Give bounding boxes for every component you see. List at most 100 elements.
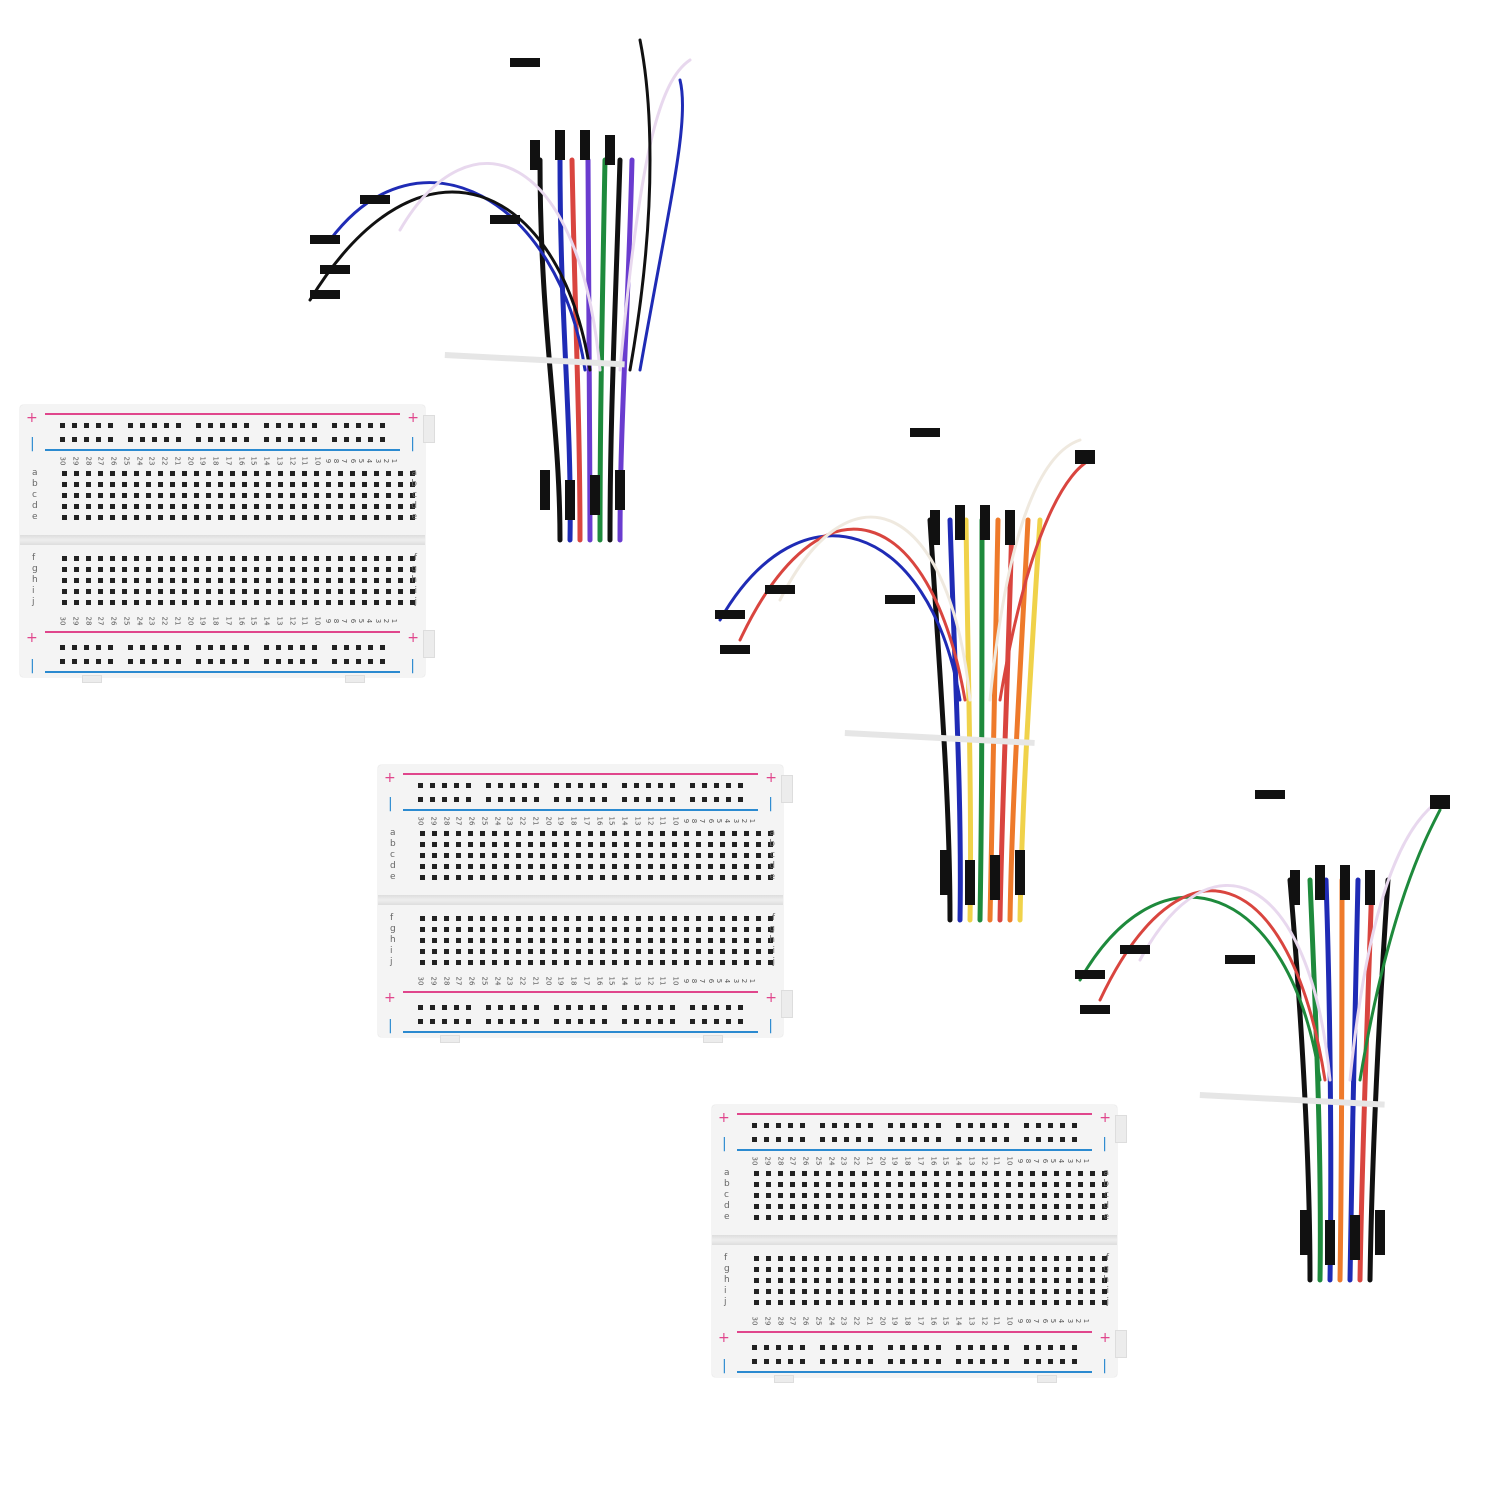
row-label-e: e [724,1212,730,1222]
wire-bundle-3 [1075,790,1450,1283]
row-label-a: a [411,468,417,478]
row-label-b: b [724,1179,730,1189]
power-rail-holes [60,423,385,428]
row-label-g: g [724,1264,730,1274]
wire-bundle-2 [715,428,1095,923]
minus-sign: | [1102,1358,1107,1374]
connector-foot [1037,1375,1057,1383]
power-rail-holes [752,1123,1077,1128]
row-label-a: a [1103,1168,1109,1178]
minus-sign: | [1102,1136,1107,1152]
row-label-g: g [1103,1264,1109,1274]
row-label-d: d [390,861,396,871]
row-label-c: c [770,850,775,860]
connector-foot [440,1035,460,1043]
terminal-strip-holes [58,468,418,523]
row-label-c: c [32,490,37,500]
power-rail-holes [60,437,385,442]
connector-tab [781,990,793,1018]
plus-rail-line [45,413,400,415]
minus-sign: | [722,1358,727,1374]
minus-sign: | [410,436,415,452]
row-label-c: c [1104,1190,1109,1200]
power-rail-holes [418,1005,743,1010]
power-rail-holes [418,783,743,788]
row-label-j: j [414,597,417,607]
row-label-j: j [772,957,775,967]
row-label-h: h [1103,1275,1109,1285]
minus-sign: | [722,1136,727,1152]
minus-sign: | [410,658,415,674]
row-label-f: f [724,1253,728,1263]
terminal-strip-holes [416,828,776,883]
row-label-h: h [769,935,775,945]
row-label-b: b [32,479,38,489]
row-label-f: f [1105,1253,1109,1263]
row-label-f: f [32,553,36,563]
row-label-h: h [390,935,396,945]
row-label-h: h [724,1275,730,1285]
connector-tab [781,775,793,803]
row-label-e: e [390,872,396,882]
plus-rail-line [403,991,758,993]
wire-bundle-1 [308,38,692,543]
row-label-d: d [1103,1201,1109,1211]
row-label-g: g [390,924,396,934]
plus-rail-line [45,631,400,633]
row-label-f: f [413,553,417,563]
row-label-d: d [411,501,417,511]
center-channel [20,535,425,545]
row-label-i: i [772,946,775,956]
row-label-e: e [1103,1212,1109,1222]
row-label-i: i [414,586,417,596]
row-label-a: a [32,468,38,478]
power-rail-holes [418,1019,743,1024]
row-label-c: c [724,1190,729,1200]
connector-tab [423,415,435,443]
connector-foot [774,1375,794,1383]
row-label-d: d [724,1201,730,1211]
row-label-j: j [390,957,393,967]
center-channel [712,1235,1117,1245]
row-label-a: a [769,828,775,838]
terminal-strip-holes [750,1168,1110,1223]
minus-sign: | [388,796,393,812]
minus-rail-line [45,671,400,673]
plus-sign: + [718,1330,730,1346]
plus-sign: + [1099,1110,1111,1126]
row-label-g: g [32,564,38,574]
minus-sign: | [30,436,35,452]
row-label-h: h [411,575,417,585]
row-label-i: i [1106,1286,1109,1296]
plus-sign: + [384,770,396,786]
connector-foot [703,1035,723,1043]
row-label-a: a [724,1168,730,1178]
connector-foot [345,675,365,683]
row-label-f: f [390,913,394,923]
row-label-h: h [32,575,38,585]
terminal-strip-holes [58,553,418,608]
row-label-j: j [32,597,35,607]
connector-tab [423,630,435,658]
connector-tab [1115,1115,1127,1143]
minus-sign: | [768,796,773,812]
plus-sign: + [718,1110,730,1126]
row-label-b: b [411,479,417,489]
plus-sign: + [1099,1330,1111,1346]
connector-foot [82,675,102,683]
plus-sign: + [26,410,38,426]
power-rail-holes [60,645,385,650]
plus-rail-line [403,773,758,775]
power-rail-holes [60,659,385,664]
row-label-b: b [1103,1179,1109,1189]
row-label-c: c [412,490,417,500]
power-rail-holes [752,1345,1077,1350]
plus-sign: + [384,990,396,1006]
minus-sign: | [30,658,35,674]
